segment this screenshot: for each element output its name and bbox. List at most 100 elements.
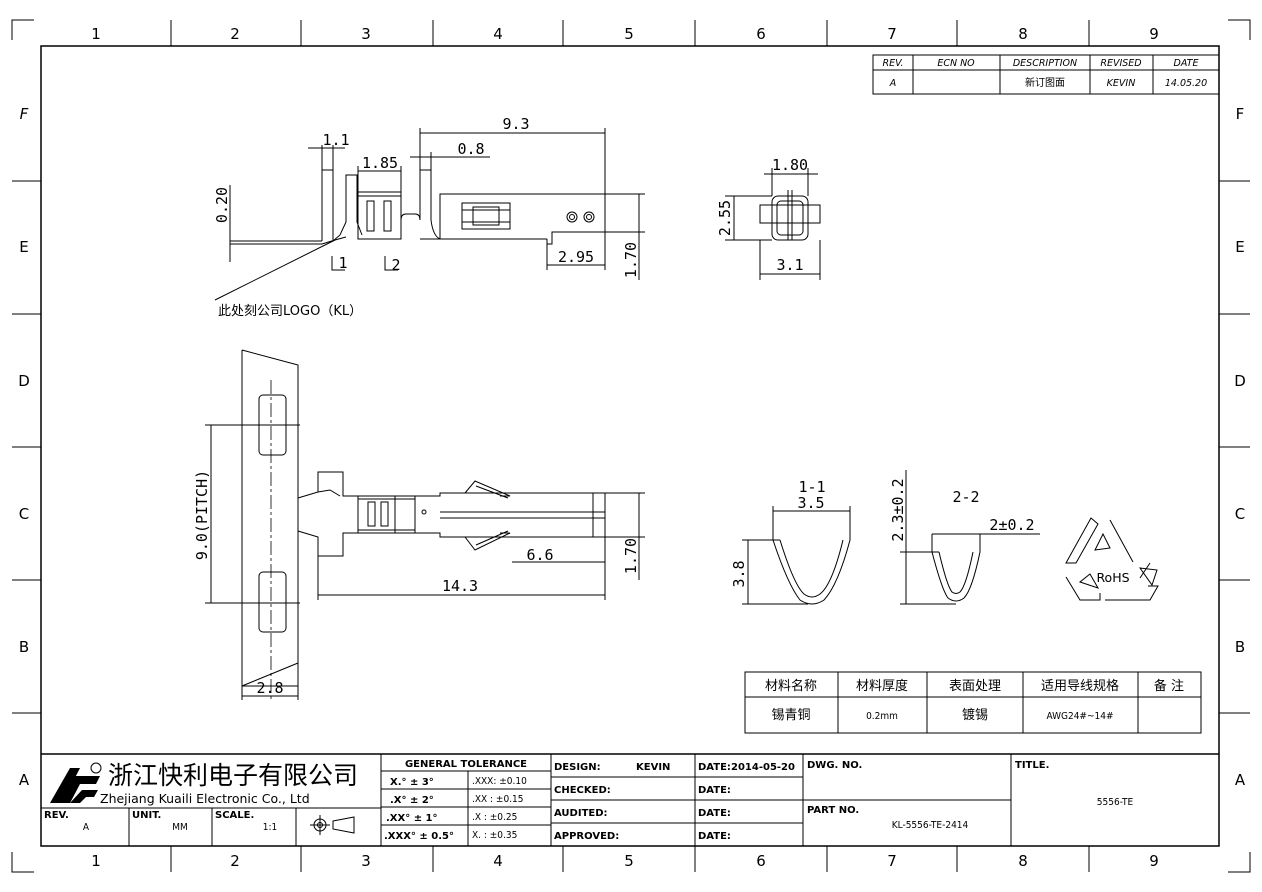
zone-col-3-bottom: 3 <box>361 852 371 870</box>
revision-block: REV. ECN NO DESCRIPTION REVISED DATE A 新… <box>872 54 1220 95</box>
section-label-1-1: 1-1 <box>798 478 825 496</box>
scale-label: SCALE. <box>215 810 254 821</box>
date-label-approved: DATE: <box>698 831 731 842</box>
material-value-wire: AWG24#~14# <box>1047 711 1114 722</box>
approved-label: APPROVED: <box>554 831 619 842</box>
zone-labels-left: F E D C B A <box>18 105 30 789</box>
rev-value-date: 14.05.20 <box>1165 78 1207 89</box>
material-header-name: 材料名称 <box>765 678 817 694</box>
zone-labels-top: 1 2 3 4 5 6 7 8 9 <box>91 25 1159 43</box>
tolerance-linear-2: .X : ±0.25 <box>472 812 517 823</box>
logo-note: 此处刻公司LOGO（KL） <box>218 304 362 319</box>
dim-6-6: 6.6 <box>526 546 553 564</box>
rev-value-description: 新订图面 <box>1025 76 1065 89</box>
dim-2-3: 2.3±0.2 <box>889 478 907 541</box>
dim-2-0: 2±0.2 <box>989 516 1034 534</box>
tolerance-angle-1: .X° ± 2° <box>390 795 434 806</box>
zone-col-4: 4 <box>493 25 503 43</box>
zone-col-2: 2 <box>230 25 240 43</box>
zone-col-1-bottom: 1 <box>91 852 101 870</box>
tolerance-angle-2: .XX° ± 1° <box>386 813 438 824</box>
rohs-mark: RoHS <box>1065 517 1159 601</box>
dim-9-3: 9.3 <box>502 115 529 133</box>
title-value: 5556-TE <box>1097 797 1134 808</box>
zone-col-9: 9 <box>1149 25 1159 43</box>
part-no-value: KL-5556-TE-2414 <box>892 820 969 831</box>
rev-value-rev: A <box>889 78 897 89</box>
dwg-no-label: DWG. NO. <box>807 760 862 771</box>
design-label: DESIGN: <box>554 762 601 773</box>
title-block: 浙江快利电子有限公司 Zhejiang Kuaili Electronic Co… <box>41 753 1219 846</box>
material-header-note: 备 注 <box>1154 678 1184 694</box>
zone-col-6: 6 <box>756 25 766 43</box>
design-value: KEVIN <box>636 762 670 773</box>
scale-value: 1:1 <box>263 822 277 833</box>
part-no-label: PART NO. <box>807 805 859 816</box>
dim-3-8: 3.8 <box>730 560 748 587</box>
zone-row-d: D <box>18 372 30 390</box>
dim-1-80: 1.80 <box>772 156 808 174</box>
dim-0-8: 0.8 <box>457 140 484 158</box>
tolerance-linear-1: .XX : ±0.15 <box>472 794 524 805</box>
zone-labels-bottom: 1 2 3 4 5 6 7 8 9 <box>91 852 1159 870</box>
material-value-thickness: 0.2mm <box>866 711 898 722</box>
zone-col-2-bottom: 2 <box>230 852 240 870</box>
material-header-finish: 表面处理 <box>949 679 1001 694</box>
zone-col-3: 3 <box>361 25 371 43</box>
checked-label: CHECKED: <box>554 785 611 796</box>
tolerance-title: GENERAL TOLERANCE <box>405 759 527 770</box>
date-label-audited: DATE: <box>698 808 731 819</box>
rev-header-rev: REV. <box>882 58 903 69</box>
zone-row-c-right: C <box>1235 505 1245 523</box>
rev-value: A <box>83 822 90 833</box>
zone-row-d-right: D <box>1234 372 1246 390</box>
rev-label: REV. <box>44 810 69 821</box>
zone-row-b: B <box>19 638 29 656</box>
date-value-design: 2014-05-20 <box>731 762 795 773</box>
zone-col-6-bottom: 6 <box>756 852 766 870</box>
zone-row-e-right: E <box>1235 238 1244 256</box>
title-label: TITLE. <box>1015 760 1049 771</box>
unit-value: MM <box>172 822 188 833</box>
terminal-end-view: 1.80 2.55 3.1 <box>716 156 821 280</box>
material-table: 材料名称 材料厚度 表面处理 适用导线规格 备 注 锡青铜 0.2mm 镀锡 A… <box>744 671 1202 734</box>
zone-col-8: 8 <box>1018 25 1028 43</box>
rev-header-date: DATE <box>1174 58 1199 69</box>
section-mark-1: 1 <box>338 254 347 272</box>
zone-row-c: C <box>19 505 29 523</box>
zone-row-a: A <box>19 771 30 789</box>
zone-row-a-right: A <box>1235 771 1246 789</box>
material-value-finish: 镀锡 <box>962 707 988 723</box>
zone-col-8-bottom: 8 <box>1018 852 1028 870</box>
zone-labels-right: F E D C B A <box>1234 105 1246 789</box>
date-label-design: DATE: <box>698 762 731 773</box>
section-2-2: 2-2 2±0.2 2.3±0.2 <box>889 470 1040 605</box>
dim-1-85: 1.85 <box>362 154 398 172</box>
tolerance-linear-0: .XXX: ±0.10 <box>472 776 527 787</box>
sheet-border <box>11 19 1251 873</box>
rev-value-revised: KEVIN <box>1107 78 1136 89</box>
dim-2-95: 2.95 <box>558 248 594 266</box>
zone-col-9-bottom: 9 <box>1149 852 1159 870</box>
material-header-thickness: 材料厚度 <box>856 678 908 694</box>
dim-3-1: 3.1 <box>776 256 803 274</box>
unit-label: UNIT. <box>132 810 161 821</box>
zone-col-4-bottom: 4 <box>493 852 503 870</box>
section-label-2-2: 2-2 <box>952 488 979 506</box>
terminal-side-view <box>214 128 645 301</box>
rev-header-ecn: ECN NO <box>937 58 975 69</box>
dim-1-70-top: 1.70 <box>622 242 640 278</box>
material-header-wire: 适用导线规格 <box>1041 678 1119 694</box>
zone-col-5-bottom: 5 <box>624 852 634 870</box>
zone-row-f-right: F <box>1236 105 1245 123</box>
dim-2-55: 2.55 <box>716 200 734 236</box>
dim-2-8: 2.8 <box>256 679 283 697</box>
dim-14-3: 14.3 <box>442 577 478 595</box>
zone-row-e: E <box>19 238 28 256</box>
dim-pitch: 9.0(PITCH) <box>193 470 211 560</box>
dim-3-5: 3.5 <box>797 494 824 512</box>
tolerance-angle-3: .XXX° ± 0.5° <box>384 831 454 842</box>
audited-label: AUDITED: <box>554 808 608 819</box>
dim-0-20: 0.20 <box>213 187 231 223</box>
